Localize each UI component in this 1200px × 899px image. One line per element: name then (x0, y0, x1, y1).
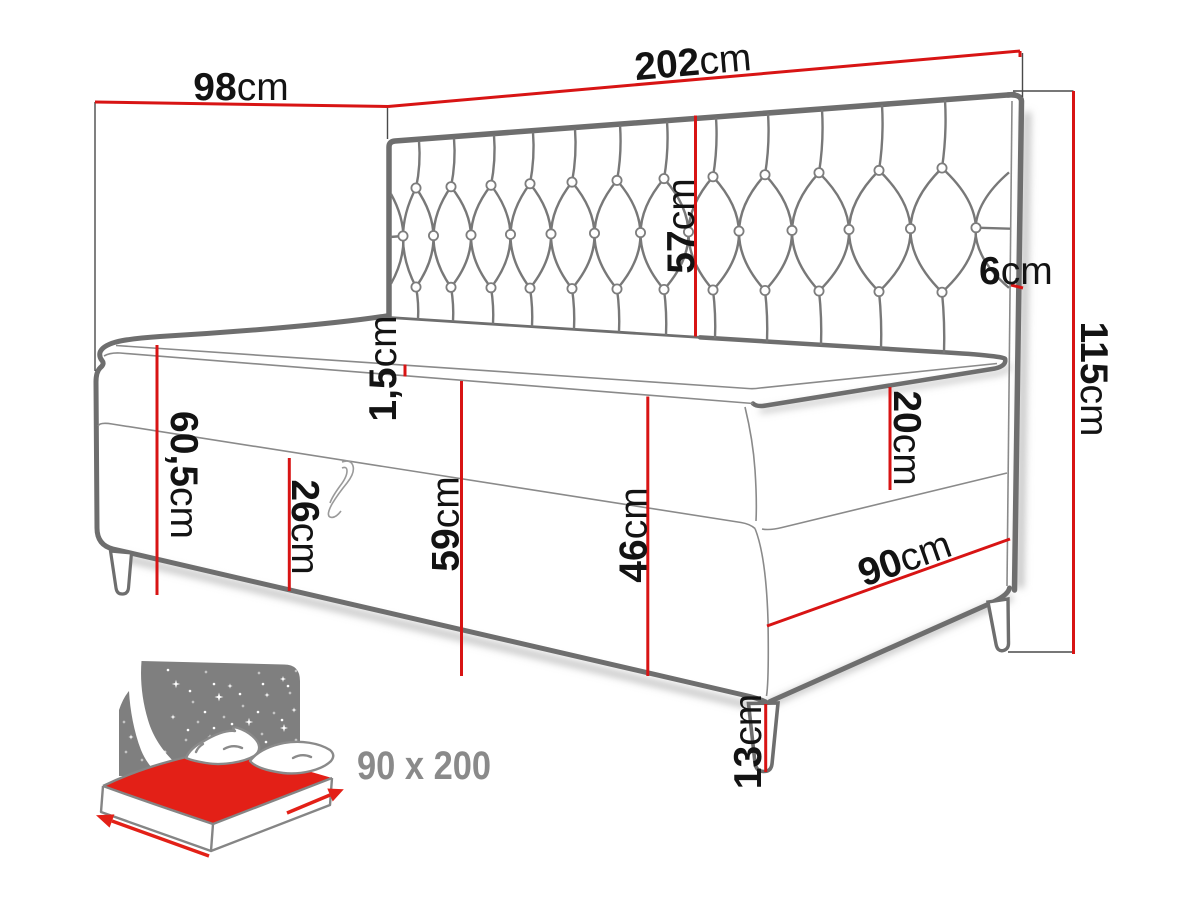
svg-text:202cm: 202cm (633, 36, 753, 89)
svg-text:20cm: 20cm (885, 390, 928, 485)
svg-text:26cm: 26cm (283, 479, 326, 574)
svg-text:6cm: 6cm (979, 250, 1053, 293)
svg-text:115cm: 115cm (1072, 322, 1115, 437)
svg-text:13cm: 13cm (727, 694, 770, 789)
svg-text:46cm: 46cm (613, 487, 656, 582)
svg-text:98cm: 98cm (193, 66, 288, 109)
svg-text:59cm: 59cm (425, 476, 468, 571)
svg-text:90 x 200: 90 x 200 (357, 744, 491, 788)
svg-text:57cm: 57cm (660, 178, 703, 273)
svg-text:60,5cm: 60,5cm (162, 411, 205, 539)
svg-text:1,5cm: 1,5cm (362, 315, 405, 421)
